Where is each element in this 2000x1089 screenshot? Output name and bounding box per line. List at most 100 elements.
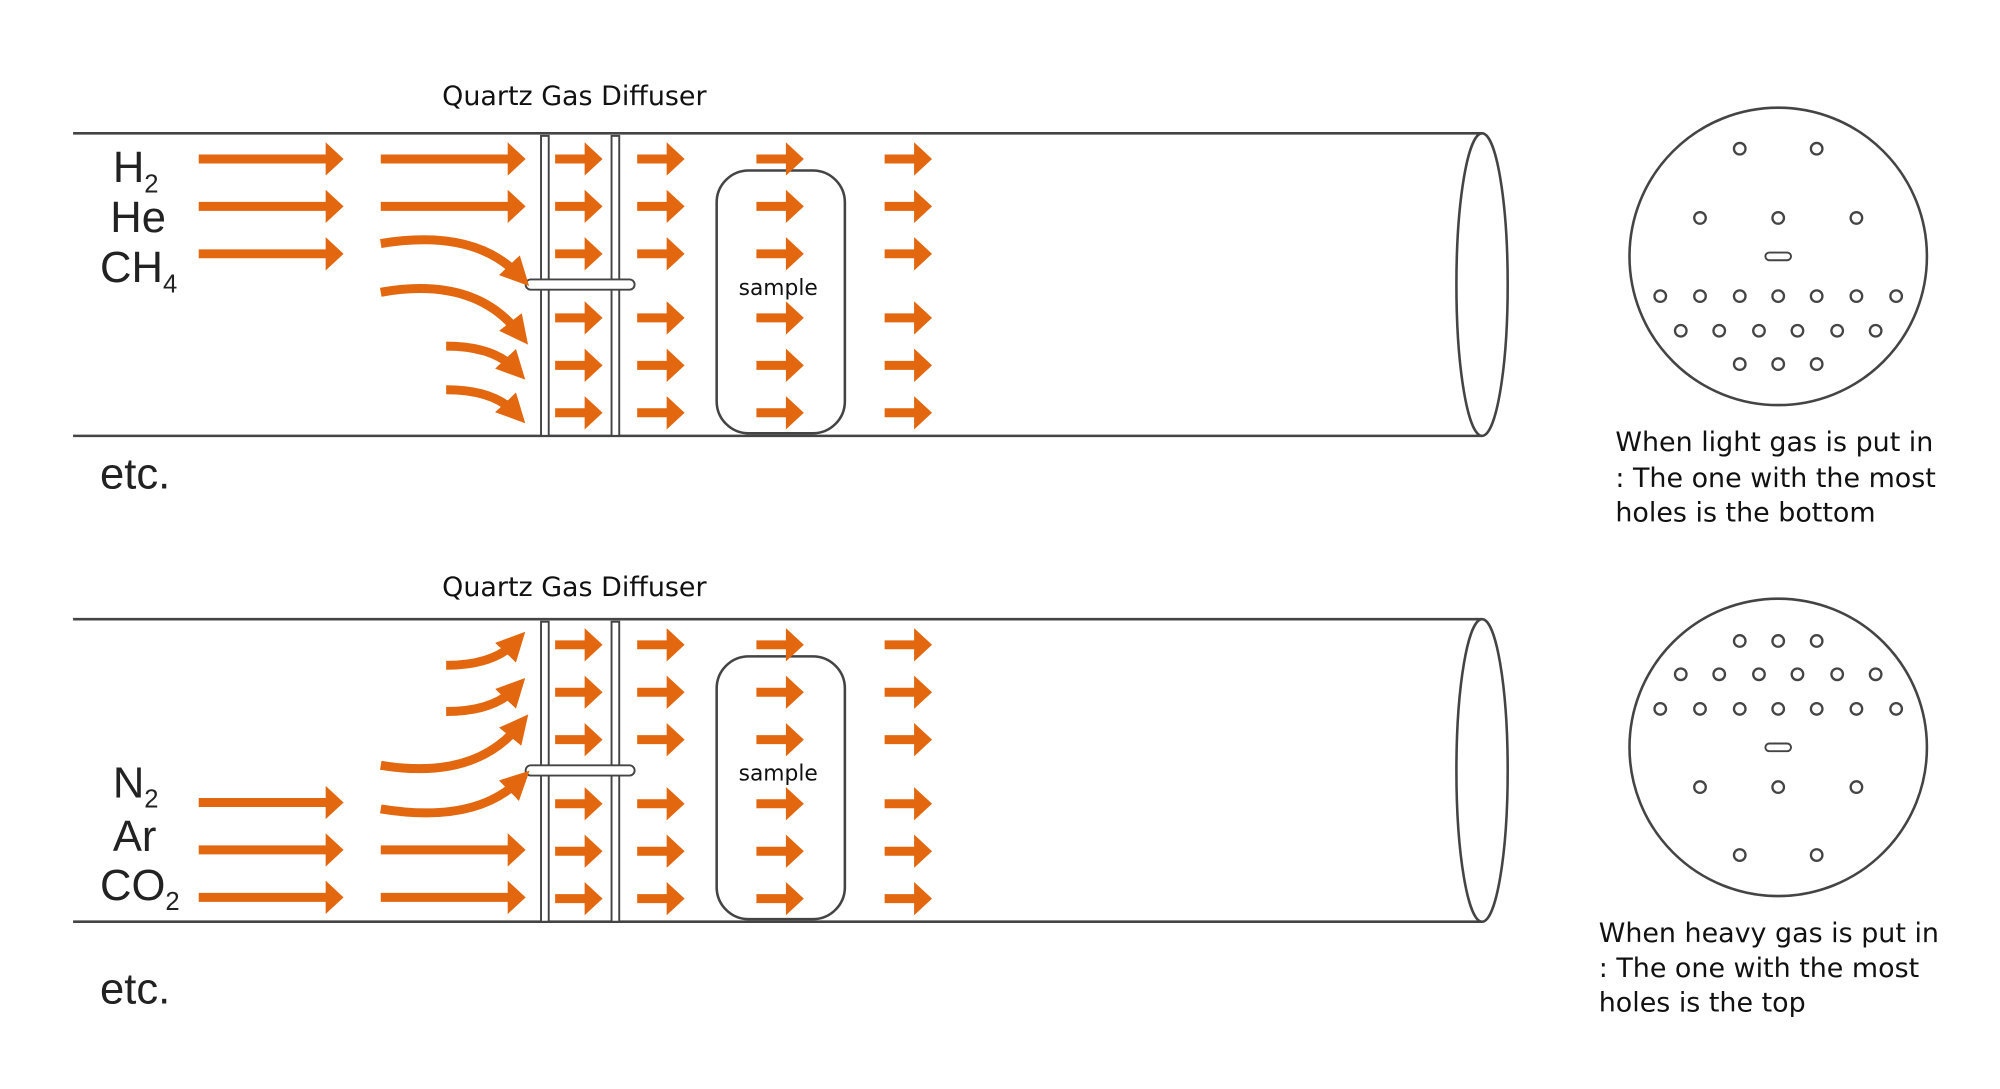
caption-line-2: : The one with the most bbox=[1615, 463, 1935, 494]
flow-arrow bbox=[914, 675, 933, 709]
tube bbox=[73, 617, 1509, 923]
inlet-arrow bbox=[325, 142, 344, 176]
flow-arrow bbox=[914, 787, 933, 821]
gas-hole bbox=[1653, 289, 1668, 304]
curved-flow-arrow bbox=[379, 284, 529, 345]
gas-hole bbox=[1790, 667, 1805, 682]
panel-light-gas: Quartz Gas Diffuser H2 He CH4 etc. sampl… bbox=[73, 81, 1936, 529]
inlet-arrow bbox=[507, 833, 526, 867]
inlet-arrow bbox=[325, 237, 344, 271]
gas-label-h2: H2 bbox=[113, 144, 159, 198]
caption-line-3: holes is the top bbox=[1599, 987, 1806, 1018]
curved-flow-arrow bbox=[446, 341, 526, 380]
gas-hole bbox=[1809, 289, 1824, 304]
gas-hole bbox=[1849, 780, 1864, 795]
inlet-arrow bbox=[507, 880, 526, 915]
gas-hole bbox=[1653, 701, 1668, 716]
inlet-arrow bbox=[325, 785, 344, 820]
inlet-arrow bbox=[325, 880, 344, 915]
gas-hole bbox=[1849, 701, 1864, 716]
gas-hole bbox=[1771, 289, 1786, 304]
flow-arrow bbox=[584, 189, 603, 224]
gas-hole bbox=[1693, 780, 1707, 795]
inlet-arrow bbox=[507, 142, 526, 176]
flow-arrow bbox=[584, 834, 603, 868]
flow-arrow bbox=[584, 675, 603, 709]
gas-hole bbox=[1790, 323, 1805, 338]
diffuser-rod bbox=[524, 278, 636, 291]
gas-hole bbox=[1712, 667, 1727, 682]
sample-label: sample bbox=[739, 762, 818, 787]
curved-flow-arrow bbox=[446, 631, 526, 670]
flow-arrow bbox=[666, 881, 685, 916]
gas-hole bbox=[1693, 211, 1707, 225]
gas-hole bbox=[1809, 141, 1824, 156]
flow-arrow bbox=[914, 348, 933, 383]
flow-arrow bbox=[914, 189, 933, 224]
curved-flow-arrow bbox=[446, 677, 526, 716]
flow-arrow bbox=[666, 723, 685, 757]
flow-arrow bbox=[666, 834, 685, 868]
sample-holder bbox=[715, 169, 847, 435]
flow-arrow bbox=[666, 628, 685, 662]
flow-arrow bbox=[584, 396, 603, 430]
flow-arrow bbox=[584, 881, 603, 916]
curved-flow-arrow bbox=[380, 770, 530, 818]
gas-label-n2: N2 bbox=[113, 759, 159, 813]
gas-hole bbox=[1889, 701, 1904, 716]
flow-arrow bbox=[914, 723, 933, 757]
flow-arrow bbox=[584, 301, 603, 335]
inlet-arrow bbox=[325, 833, 344, 867]
flow-arrow bbox=[785, 881, 804, 916]
flow-arrow bbox=[666, 675, 685, 709]
gas-hole bbox=[1889, 289, 1904, 304]
gas-hole bbox=[1732, 848, 1747, 862]
gas-hole bbox=[1752, 323, 1766, 338]
inlet-arrow bbox=[325, 189, 344, 224]
tube-end-opening bbox=[1455, 617, 1509, 923]
panel-heavy-gas: Quartz Gas Diffuser N2 Ar CO2 etc. sampl… bbox=[73, 572, 1939, 1018]
diffuser-disc bbox=[1628, 597, 1929, 898]
diffuser-rod bbox=[524, 764, 636, 777]
gas-label-he: He bbox=[110, 194, 166, 242]
diffuser-disc-holes-bottom bbox=[1628, 106, 1929, 407]
rod-slot bbox=[1764, 251, 1792, 262]
rod-slot bbox=[1764, 742, 1792, 753]
gas-hole bbox=[1673, 667, 1688, 682]
flow-arrow bbox=[666, 787, 685, 821]
gas-hole bbox=[1809, 848, 1824, 862]
gas-hole bbox=[1732, 357, 1747, 371]
flow-arrow bbox=[785, 301, 804, 335]
flow-arrow bbox=[785, 675, 804, 709]
caption-line-1: When heavy gas is put in bbox=[1599, 918, 1939, 949]
gas-hole bbox=[1732, 701, 1747, 716]
flow-arrow bbox=[666, 237, 685, 271]
flow-arrow bbox=[584, 142, 603, 176]
flow-arrow bbox=[666, 142, 685, 176]
gas-hole bbox=[1771, 701, 1786, 716]
gas-label-ch4: CH4 bbox=[100, 244, 177, 298]
gas-hole bbox=[1830, 667, 1845, 682]
flow-arrow bbox=[914, 237, 933, 271]
gas-hole bbox=[1771, 780, 1786, 795]
gas-hole bbox=[1693, 701, 1707, 716]
flow-arrow bbox=[785, 189, 804, 224]
tube-end-opening bbox=[1455, 132, 1509, 438]
flow-arrow bbox=[666, 348, 685, 383]
etc-label: etc. bbox=[100, 450, 170, 498]
curved-flow-arrow bbox=[380, 714, 529, 774]
flow-arrow bbox=[584, 237, 603, 271]
flow-arrow bbox=[666, 189, 685, 224]
flow-arrow bbox=[584, 628, 603, 662]
flow-arrow bbox=[914, 396, 933, 430]
gas-label-ar: Ar bbox=[113, 813, 157, 861]
gas-hole bbox=[1673, 323, 1688, 338]
curved-flow-arrow bbox=[380, 235, 530, 287]
gas-hole bbox=[1868, 667, 1883, 682]
gas-hole bbox=[1693, 289, 1707, 304]
flow-arrow bbox=[785, 723, 804, 757]
gas-hole bbox=[1809, 634, 1824, 648]
flow-arrow bbox=[914, 834, 933, 868]
gas-hole bbox=[1868, 323, 1883, 338]
